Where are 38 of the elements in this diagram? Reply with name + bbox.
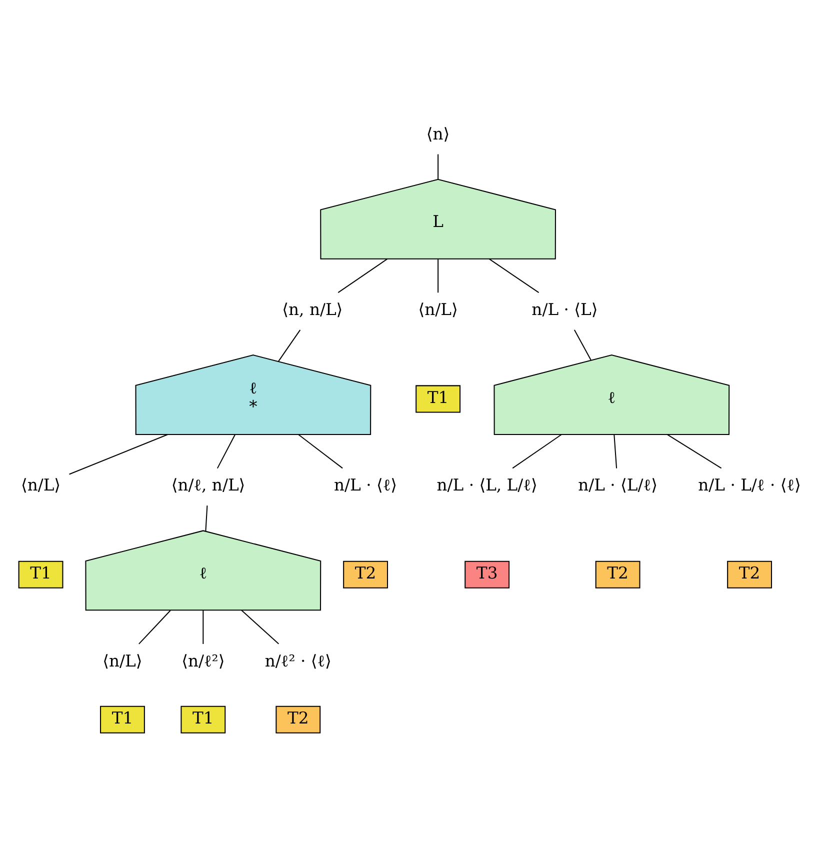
node-box: T2 xyxy=(276,706,321,734)
node-text: ⟨n/L⟩ xyxy=(418,300,458,320)
node-text: n/L · ⟨L, L/ℓ⟩ xyxy=(436,476,538,495)
node-box: T1 xyxy=(18,560,64,588)
connector xyxy=(298,434,343,469)
connector xyxy=(205,506,208,532)
node-text: ⟨n/ℓ²⟩ xyxy=(182,651,225,670)
node-box: T3 xyxy=(464,560,510,588)
connector xyxy=(667,434,722,469)
node-text: ⟨n/L⟩ xyxy=(20,476,61,495)
connector xyxy=(438,259,439,293)
node-text: ⟨n, n/L⟩ xyxy=(282,300,343,320)
node-text: ⟨n/ℓ, n/L⟩ xyxy=(171,476,246,495)
node-text: n/L · ⟨ℓ⟩ xyxy=(334,476,398,495)
node-box: T2 xyxy=(595,560,640,588)
connector xyxy=(241,610,280,644)
connector xyxy=(278,330,301,362)
node-text: n/L · L/ℓ · ⟨ℓ⟩ xyxy=(698,476,801,495)
node-box: T1 xyxy=(180,706,226,734)
connector xyxy=(69,434,168,475)
node-box: T1 xyxy=(100,706,145,734)
node-text: ⟨n/L⟩ xyxy=(102,651,142,670)
node-box: T2 xyxy=(343,560,388,588)
node-text: ⟨n⟩ xyxy=(426,124,450,144)
node-box: T1 xyxy=(416,385,461,413)
connector xyxy=(216,434,236,469)
connector xyxy=(488,258,540,293)
node-text: n/L · ⟨L/ℓ⟩ xyxy=(578,476,658,495)
node-text: n/ℓ² · ⟨ℓ⟩ xyxy=(264,651,332,670)
node-box: T2 xyxy=(727,560,772,588)
connector xyxy=(338,258,388,293)
connector xyxy=(512,434,562,469)
connector xyxy=(138,610,171,644)
connector xyxy=(438,154,439,180)
connector xyxy=(614,434,618,468)
connector xyxy=(574,330,592,360)
node-text: n/L · ⟨L⟩ xyxy=(532,300,598,320)
connector xyxy=(202,610,204,644)
